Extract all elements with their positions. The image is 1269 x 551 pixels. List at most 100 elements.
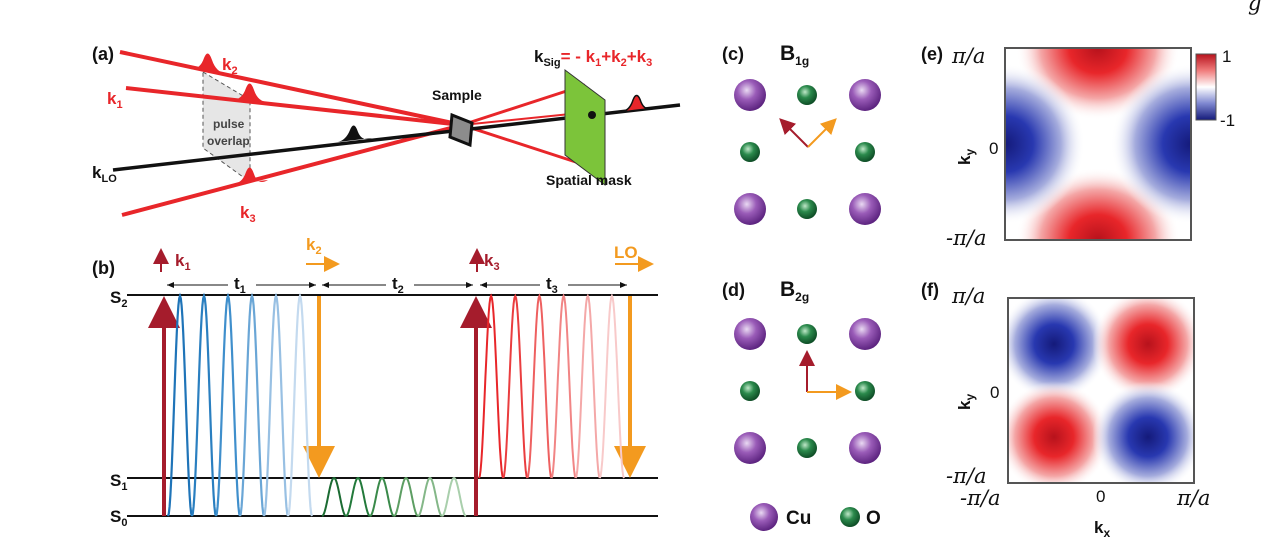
o-atom <box>797 85 817 105</box>
pulse-lo <box>338 125 372 142</box>
label-t3: t3 <box>546 274 558 296</box>
lobe-blue-br <box>1092 381 1194 483</box>
panel-b-label: (b) <box>92 258 115 278</box>
cu-atom <box>734 193 766 225</box>
o-atom <box>740 142 760 162</box>
label-b-k2: k2 <box>306 235 322 257</box>
panel-e-label: (e) <box>921 44 943 64</box>
beam-k3 <box>121 123 463 217</box>
lobe-blue-left <box>1005 64 1085 224</box>
o-legend-marker <box>840 507 860 527</box>
cu-atom <box>734 79 766 111</box>
label-pulse-overlap-1: pulse <box>213 117 245 131</box>
panel-d: (d) B2g <box>722 278 881 464</box>
beam-out-bottom <box>461 123 586 167</box>
panel-f: (f) π/a 0 -π/a ky -π/a 0 π/a kx <box>921 280 1210 540</box>
f-xtick-right: π/a <box>1176 486 1210 510</box>
lobe-red-tr <box>1092 298 1194 400</box>
wave-cycle <box>441 476 467 517</box>
panel-a: (a) k2 k1 k3 kLO pulse overlap Sample Sp… <box>92 44 681 225</box>
heatmap-e <box>1005 48 1191 240</box>
cu-legend-marker <box>750 503 778 531</box>
oscillation-green <box>321 476 467 517</box>
wave-cycle <box>550 293 577 479</box>
label-ksig: kSig= - k1+k2+k3 <box>534 47 652 69</box>
panel-f-label: (f) <box>921 280 939 300</box>
label-s1: S1 <box>110 471 127 493</box>
label-b-k1: k1 <box>175 251 191 273</box>
oscillation-blue <box>166 292 314 517</box>
heatmap-f <box>1008 298 1194 483</box>
o-atom <box>797 324 817 344</box>
interval-t2-gap <box>386 276 414 292</box>
wave-cycle <box>286 292 314 517</box>
wave-cycle <box>190 292 218 517</box>
panel-c-label: (c) <box>722 44 744 64</box>
label-s0: S0 <box>110 507 127 529</box>
wave-cycle <box>369 476 395 517</box>
lobe-blue-right <box>1111 64 1191 224</box>
label-k2: k2 <box>222 55 238 77</box>
cu-atom <box>734 318 766 350</box>
e-ylabel: ky <box>955 149 977 165</box>
cu-atom <box>734 432 766 464</box>
wave-cycle <box>238 292 266 517</box>
label-t2: t2 <box>392 274 404 296</box>
mask-hole <box>588 111 596 119</box>
wave-cycle <box>393 476 419 517</box>
cu-atom <box>849 193 881 225</box>
panel-e: (e) π/a 0 -π/a ky 1 -1 <box>921 44 1235 250</box>
f-ylabel: ky <box>955 394 977 410</box>
pulse-k1 <box>232 83 268 102</box>
atom-legend: Cu O <box>750 503 881 531</box>
cu-atom <box>849 432 881 464</box>
wave-cycle <box>166 292 194 517</box>
sample-block <box>448 112 474 148</box>
o-atom <box>797 199 817 219</box>
page-corner-mark: g <box>1248 0 1261 15</box>
wave-cycle <box>345 476 371 517</box>
panel-a-label: (a) <box>92 44 114 64</box>
heatmap-e-frame <box>1004 47 1192 241</box>
e-ytick-bot: -π/a <box>946 226 987 250</box>
wave-cycle <box>214 292 242 517</box>
o-legend-label: O <box>866 508 881 529</box>
interval-t3-gap <box>540 276 568 292</box>
label-klo: kLO <box>92 163 117 185</box>
pulse-signal <box>621 94 656 113</box>
label-sample: Sample <box>432 87 482 103</box>
label-pulse-overlap-2: overlap <box>207 134 250 148</box>
o-atom <box>797 438 817 458</box>
cu-atom <box>849 318 881 350</box>
panel-c-title: B1g <box>780 42 809 68</box>
wave-cycle <box>574 293 601 479</box>
label-b-lo: LO <box>614 243 638 262</box>
beam-k1 <box>125 86 463 127</box>
pol-arrow-orange <box>807 118 837 148</box>
o-atom <box>855 142 875 162</box>
e-ytick-top: π/a <box>951 44 985 68</box>
pulse-k2 <box>190 53 226 74</box>
o-atom <box>740 381 760 401</box>
f-ytick-mid: 0 <box>990 383 999 402</box>
o-atom <box>855 381 875 401</box>
wave-cycle <box>417 476 443 517</box>
label-t1: t1 <box>234 274 246 296</box>
cu-legend-label: Cu <box>786 508 811 529</box>
wave-cycle <box>262 292 290 517</box>
panel-b: (b) S2 S1 S0 k1 k2 k3 LO t1 t2 t3 <box>92 235 658 529</box>
lobe-red-bl <box>1008 381 1110 483</box>
label-b-k3: k3 <box>484 251 500 273</box>
colorbar <box>1195 53 1217 121</box>
panel-c: (c) B1g <box>722 42 881 225</box>
lobe-blue-tl <box>1008 298 1110 400</box>
wave-cycle <box>526 293 553 479</box>
f-xtick-left: -π/a <box>960 486 1001 510</box>
interval-t1-gap <box>228 276 256 292</box>
f-xtick-mid: 0 <box>1096 487 1105 506</box>
cu-atom <box>849 79 881 111</box>
colorbar-max: 1 <box>1222 47 1231 66</box>
e-ytick-mid: 0 <box>989 139 998 158</box>
beam-k2 <box>119 50 463 127</box>
